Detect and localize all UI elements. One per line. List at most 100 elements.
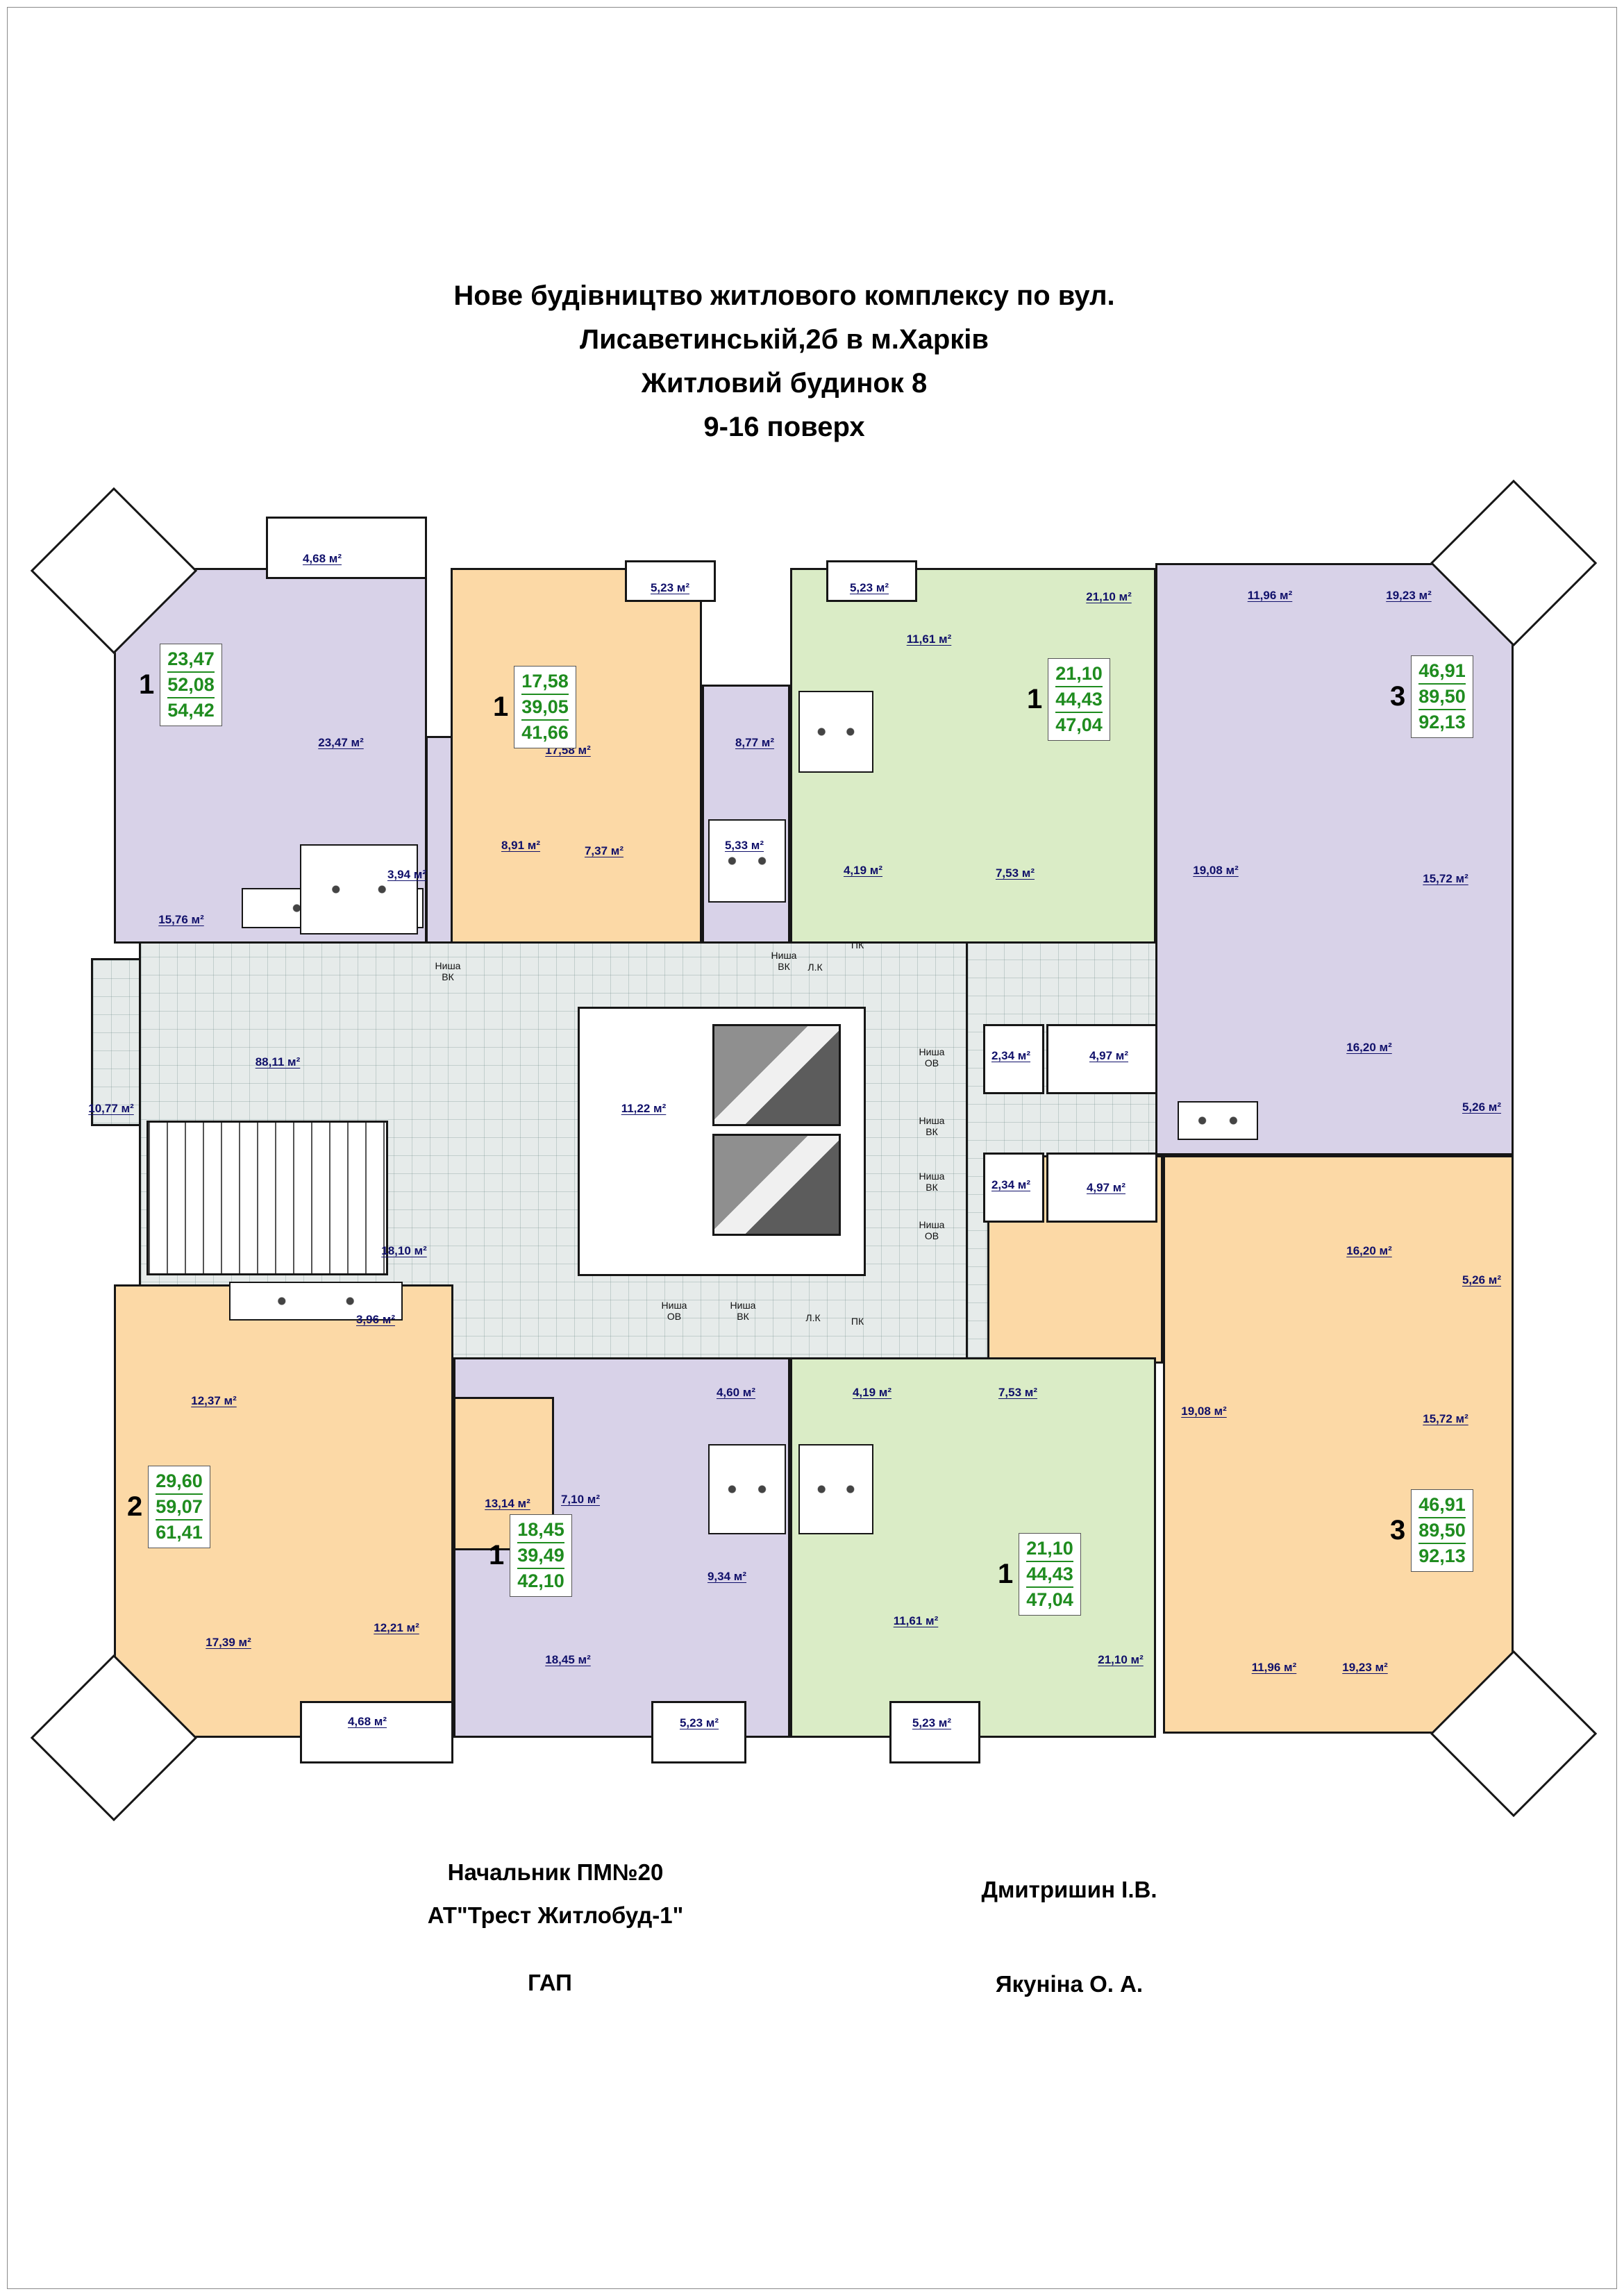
room-area-label: 4,68 м²	[302, 552, 342, 565]
niche-label: Ниша ВК	[771, 950, 797, 972]
room-area-label: 11,22 м²	[621, 1102, 667, 1115]
room-area-label: 23,47 м²	[318, 736, 364, 749]
zone-balcony-bottom-left	[300, 1701, 453, 1763]
room-area-label: 7,10 м²	[560, 1493, 601, 1506]
title-line-3: Житловий будинок 8	[641, 368, 928, 399]
room-area-label: 5,26 м²	[1462, 1273, 1502, 1287]
title-line-2: Лисаветинській,2б в м.Харків	[580, 324, 989, 355]
footer-name-top: Дмитришин І.В.	[981, 1877, 1157, 1902]
area-value: 46,91	[1418, 1493, 1466, 1518]
apartment-rooms-number: 1	[1027, 684, 1043, 714]
niche-label: Ниша ОВ	[661, 1300, 687, 1322]
room-area-label: 2,34 м²	[991, 1049, 1031, 1062]
room-area-label: 5,26 м²	[1462, 1100, 1502, 1114]
area-value: 92,13	[1418, 712, 1466, 732]
room-area-label: 12,37 м²	[191, 1394, 237, 1407]
room-area-label: 11,96 м²	[1251, 1661, 1297, 1674]
apartment-rooms-number: 1	[139, 669, 155, 700]
area-value: 44,43	[1026, 1562, 1073, 1588]
zone-corridor-vestibule	[91, 958, 141, 1126]
room-area-label: 13,14 м²	[485, 1497, 530, 1510]
room-area-label: 15,76 м²	[158, 913, 204, 926]
zone-bath-fixtures-bottom-mid-right	[798, 1444, 873, 1534]
zone-stairwell	[147, 1121, 388, 1275]
niche-label: Ниша ОВ	[919, 1219, 945, 1241]
apartment-rooms-number: 1	[489, 1540, 505, 1570]
area-value: 89,50	[1418, 685, 1466, 710]
room-area-label: 18,10 м²	[381, 1244, 427, 1257]
room-area-label: 15,72 м²	[1423, 872, 1468, 885]
zone-kitchen-fixtures-bottom-left	[229, 1282, 403, 1321]
room-area-label: 16,20 м²	[1346, 1244, 1392, 1257]
room-area-label: 11,61 м²	[893, 1614, 939, 1627]
room-area-label: 19,23 м²	[1342, 1661, 1388, 1674]
room-area-label: 11,61 м²	[906, 632, 952, 646]
room-area-label: 15,72 м²	[1423, 1412, 1468, 1425]
room-area-label: 7,53 м²	[995, 866, 1035, 880]
area-value: 29,60	[156, 1469, 203, 1495]
room-area-label: 4,19 м²	[852, 1386, 892, 1399]
niche-label: Ниша ВК	[435, 960, 461, 982]
room-area-label: 5,23 м²	[912, 1716, 952, 1729]
area-value: 42,10	[517, 1570, 564, 1591]
area-value: 39,49	[517, 1543, 564, 1569]
niche-label: Ниша ОВ	[919, 1046, 945, 1069]
zone-apt1-bottom-green	[790, 1357, 1156, 1738]
drawing-title: Нове будівництво житлового комплексу по …	[0, 274, 1568, 449]
area-value: 47,04	[1026, 1589, 1073, 1610]
footer-gap-label: ГАП	[528, 1970, 572, 1995]
area-value: 21,10	[1055, 662, 1103, 687]
zone-balcony-top-left	[266, 517, 427, 579]
zone-apt1-top-orange	[451, 568, 702, 944]
apartment-rooms-number: 3	[1390, 1515, 1406, 1545]
room-area-label: 18,45 м²	[545, 1653, 591, 1666]
room-area-label: 19,08 м²	[1181, 1405, 1227, 1418]
room-area-label: 5,23 м²	[849, 581, 889, 594]
room-area-label: 4,97 м²	[1086, 1181, 1126, 1194]
zone-mid-top-purple-column	[702, 685, 790, 944]
niche-label: ПК	[851, 939, 864, 950]
niche-label: Ниша ВК	[730, 1300, 756, 1322]
zone-bath-fixtures-bottom-mid-left	[708, 1444, 786, 1534]
zone-apt3-right-orange	[1163, 1155, 1514, 1734]
area-value: 21,10	[1026, 1536, 1073, 1562]
area-value: 54,42	[167, 700, 215, 721]
title-line-4: 9-16 поверх	[703, 412, 865, 442]
room-area-label: 19,23 м²	[1386, 589, 1432, 602]
zone-bath-vk-bottom	[1046, 1153, 1157, 1223]
room-area-label: 9,34 м²	[707, 1570, 747, 1583]
niche-label: Л.К	[807, 962, 823, 973]
zone-balcony-bottom-green	[889, 1701, 980, 1763]
room-area-label: 8,77 м²	[735, 736, 775, 749]
apartment-rooms-number: 1	[493, 692, 509, 722]
zone-apt3-right-purple	[1155, 563, 1514, 1155]
niche-label: Ниша ВК	[919, 1115, 945, 1137]
zone-bath-fixtures-mid-left	[708, 819, 786, 903]
room-area-label: 3,96 м²	[355, 1313, 396, 1326]
area-value: 44,43	[1055, 687, 1103, 713]
room-area-label: 88,11 м²	[255, 1055, 301, 1069]
room-area-label: 11,96 м²	[1247, 589, 1293, 602]
zone-balcony-top-orange	[625, 560, 716, 602]
room-area-label: 7,37 м²	[584, 844, 624, 857]
niche-label: Л.К	[805, 1312, 821, 1323]
zone-kitchen-fixtures-right	[1178, 1101, 1258, 1140]
apartment-rooms-number: 1	[998, 1559, 1014, 1589]
room-area-label: 21,10 м²	[1098, 1653, 1144, 1666]
room-area-label: 4,68 м²	[347, 1715, 387, 1728]
area-value: 39,05	[521, 695, 569, 721]
sheet-border	[7, 7, 1617, 2289]
zone-elevator-shaft-2	[712, 1134, 841, 1236]
apartment-rooms-number: 2	[127, 1491, 143, 1522]
niche-label: Ниша ВК	[919, 1171, 945, 1193]
apartment-rooms-number: 3	[1390, 681, 1406, 712]
